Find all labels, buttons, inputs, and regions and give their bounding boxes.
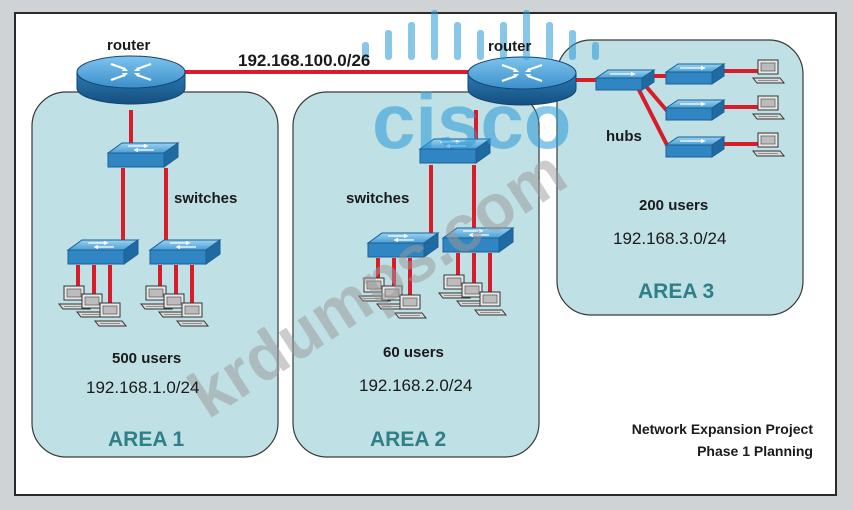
area1-access-switch-right-icon xyxy=(149,239,221,265)
caption-line-1: Network Expansion Project xyxy=(632,421,814,437)
network-links xyxy=(76,69,758,306)
area3-title: AREA 3 xyxy=(638,280,714,303)
router-left-label: router xyxy=(107,37,151,54)
router-left-icon xyxy=(75,54,187,106)
area3-hub-bottom-icon xyxy=(665,136,725,158)
area2-subnet: 192.168.2.0/24 xyxy=(359,376,472,395)
area2-title: AREA 2 xyxy=(370,428,446,451)
caption-line-2: Phase 1 Planning xyxy=(697,443,813,459)
area1-core-switch-icon xyxy=(107,142,179,168)
area1-title: AREA 1 xyxy=(108,428,185,451)
area1-subnet: 192.168.1.0/24 xyxy=(86,378,199,397)
hubs-label: hubs xyxy=(606,128,642,145)
area3-users: 200 users xyxy=(639,197,708,214)
area1-users: 500 users xyxy=(112,350,181,367)
router-right-label: router xyxy=(488,38,532,55)
cisco-watermark: cisco xyxy=(362,10,599,165)
area1-access-switch-left-icon xyxy=(67,239,139,265)
area2-users: 60 users xyxy=(383,344,444,361)
area3-hub-main-icon xyxy=(595,69,655,91)
area1-switches-label: switches xyxy=(174,190,237,207)
area3-hub-top-icon xyxy=(665,63,725,85)
area3-hub-middle-icon xyxy=(665,99,725,121)
area-2-panel xyxy=(292,91,540,458)
area2-switches-label: switches xyxy=(346,190,409,207)
cisco-watermark-text: cisco xyxy=(372,77,571,165)
cisco-bars-icon xyxy=(362,10,599,60)
area3-subnet: 192.168.3.0/24 xyxy=(613,229,726,248)
wan-subnet-label: 192.168.100.0/26 xyxy=(238,51,370,70)
